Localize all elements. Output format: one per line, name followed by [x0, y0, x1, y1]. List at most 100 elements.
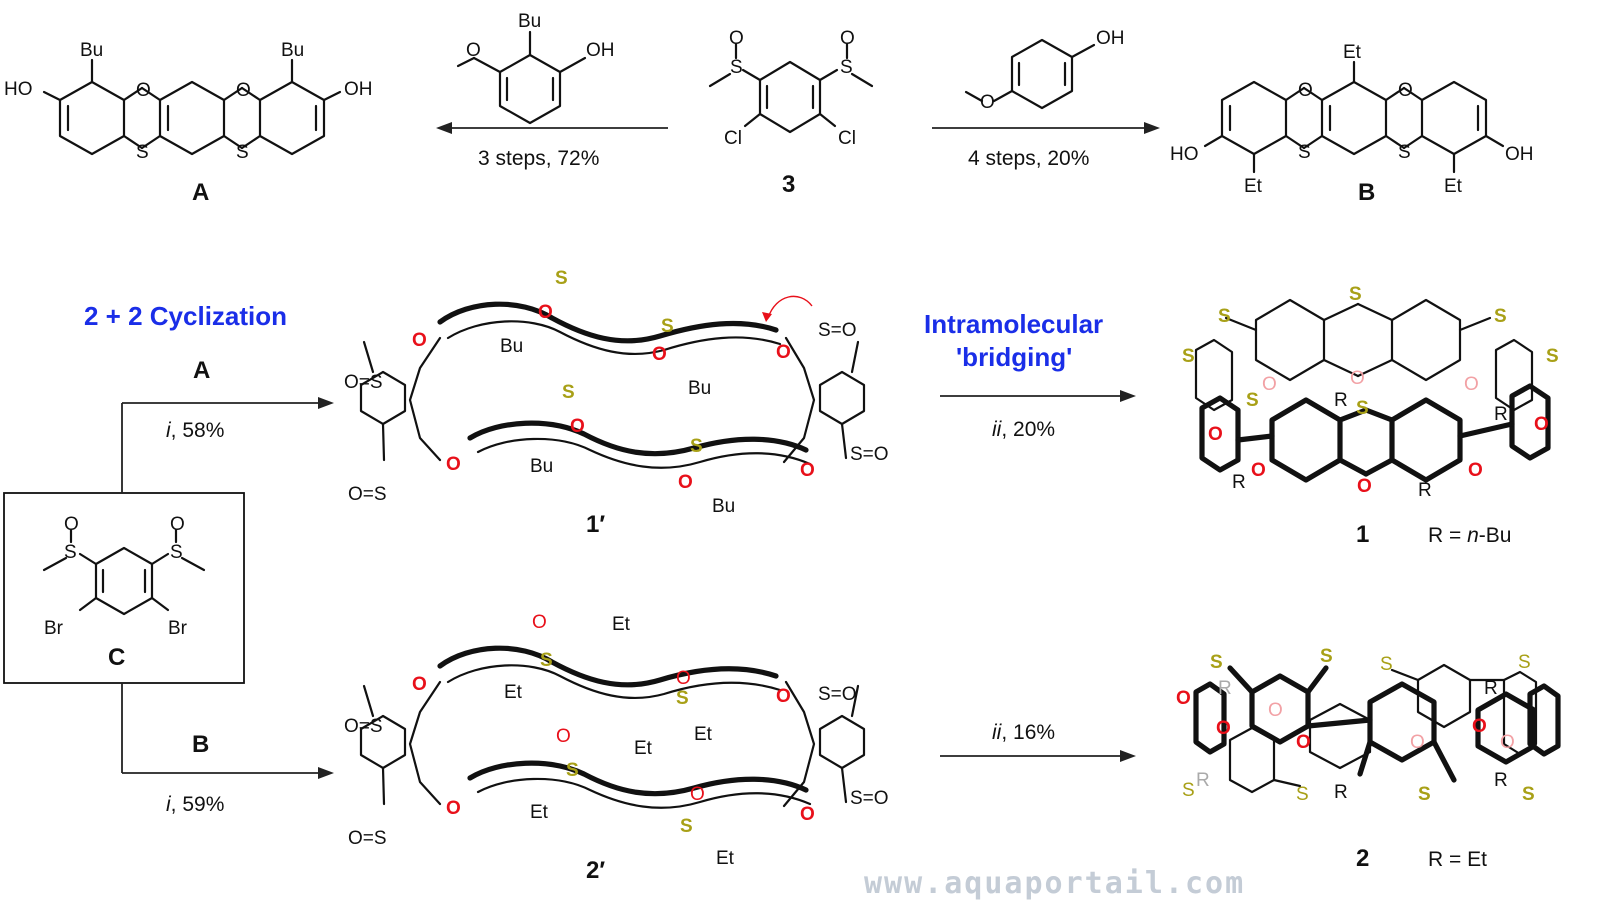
- hydroxyl-right: OH: [344, 79, 373, 100]
- sulfinyl-group: O=S: [348, 484, 387, 505]
- sulfur-bridge: S: [1418, 784, 1431, 805]
- linker-C: S S O O Br Br C: [3, 492, 245, 684]
- branch-label-B: B: [192, 731, 209, 758]
- oxygen-bridge: O: [1208, 424, 1223, 445]
- substituent-et: Et: [530, 802, 549, 823]
- label-2: 2: [1356, 845, 1369, 872]
- compound-A: Bu Bu HO OH O O S S A: [4, 40, 373, 206]
- compound-B: Et Et Et HO OH O O S S B: [1170, 42, 1534, 206]
- sulfinyl-o-left: O: [729, 28, 744, 49]
- heading-bridging-line1: Intramolecular: [924, 309, 1103, 339]
- ring-sulfur: S: [1398, 142, 1411, 163]
- oxygen-faint: O: [1500, 732, 1515, 753]
- oxygen-ring: O: [538, 302, 553, 323]
- arrow-right-condition: 4 steps, 20%: [968, 147, 1089, 170]
- ring-sulfur: S: [1298, 142, 1311, 163]
- macrocycle-1-prime: O O O O O O O O S S S S Bu Bu Bu Bu O=S …: [344, 268, 889, 538]
- reagent-butylphenol: Bu OH O: [456, 11, 615, 125]
- sulfur-bridge: S: [1246, 390, 1259, 411]
- sulfinyl-s-right: S: [840, 57, 853, 78]
- label-1-prime: 1′: [586, 511, 605, 538]
- label-B: B: [1358, 179, 1375, 206]
- oxygen-bridge: O: [800, 804, 815, 825]
- label-2-prime: 2′: [586, 857, 605, 884]
- curved-arrow: [767, 295, 813, 319]
- sulfur-ring: S: [680, 816, 693, 837]
- hydroxyl-right: OH: [1505, 144, 1534, 165]
- oxygen-bridge: O: [446, 454, 461, 475]
- oxygen-bridge: O: [412, 330, 427, 351]
- arrow-to-B: 4 steps, 20%: [932, 122, 1160, 170]
- arrow-cyclization-1: [121, 397, 334, 493]
- linker-o-left: O: [64, 514, 79, 535]
- oxygen-bridge: O: [776, 686, 791, 707]
- substituent-et: Et: [634, 738, 653, 759]
- ring-oxygen: O: [1398, 80, 1413, 101]
- sulfur-ring: S: [661, 316, 674, 337]
- sulfur-bridge: S: [1349, 284, 1362, 305]
- sulfur-ring: S: [555, 268, 568, 289]
- heading-cyclization: 2 + 2 Cyclization: [84, 301, 287, 331]
- oxygen-faint: O: [1268, 700, 1283, 721]
- oxygen-bridge: O: [1357, 476, 1372, 497]
- sulfur-ring: S: [540, 650, 553, 671]
- condition-cyclization-2: i, 59%: [166, 793, 224, 816]
- oxygen-bridge: O: [1251, 460, 1266, 481]
- r-group: R: [1232, 472, 1246, 493]
- compound-3: S S O O Cl Cl 3: [708, 28, 874, 198]
- substituent-bu: Bu: [688, 378, 711, 399]
- r-definition-1: R = n-Bu: [1428, 524, 1511, 547]
- substituent-bu-right: Bu: [281, 40, 304, 61]
- oxygen-ring: O: [678, 472, 693, 493]
- linker-o-right: O: [170, 514, 185, 535]
- oxygen-bridge: O: [1468, 460, 1483, 481]
- ring-oxygen: O: [236, 80, 251, 101]
- sulfinyl-group: O=S: [348, 828, 387, 849]
- linker-C-box: [3, 492, 245, 684]
- heading-bridging-line2: 'bridging': [956, 342, 1072, 372]
- ring-sulfur: S: [236, 142, 249, 163]
- oxygen-ring: O: [652, 344, 667, 365]
- sulfur-bridge: S: [1218, 306, 1231, 327]
- oxygen-bridge: O: [412, 674, 427, 695]
- substituent-et: Et: [612, 614, 631, 635]
- r-group: R: [1334, 390, 1348, 411]
- oxygen-bridge: O: [1176, 688, 1191, 709]
- chloro-left: Cl: [724, 128, 742, 149]
- substituent-bu-left: Bu: [80, 40, 103, 61]
- r-group: R: [1218, 678, 1232, 699]
- condition-bridging-1: ii, 20%: [992, 418, 1055, 441]
- reagent-oh: OH: [1096, 28, 1125, 49]
- r-group: R: [1494, 404, 1508, 425]
- sulfinyl-o-right: O: [840, 28, 855, 49]
- sulfur-bridge: S: [1494, 306, 1507, 327]
- macrocycle-2-prime: O O O O O O O O S S S S Et Et Et Et Et E…: [344, 612, 889, 884]
- condition-cyclization-1: i, 58%: [166, 419, 224, 442]
- sulfinyl-group: O=S: [344, 716, 383, 737]
- sulfinyl-group: S=O: [818, 684, 857, 705]
- sulfur-ring: S: [562, 382, 575, 403]
- r-group: R: [1334, 782, 1348, 803]
- sulfur-ring: S: [566, 760, 579, 781]
- reagent-methoxyphenol: OH O: [964, 28, 1125, 113]
- r-group: R: [1196, 770, 1210, 791]
- label-3: 3: [782, 171, 795, 198]
- oxygen-faint: O: [1262, 374, 1277, 395]
- hydroxyl-left: HO: [4, 79, 33, 100]
- label-1: 1: [1356, 521, 1369, 548]
- curved-arrow-head: [762, 312, 772, 322]
- label-A: A: [192, 179, 209, 206]
- oxygen-faint: O: [1410, 732, 1425, 753]
- reagent-methoxy-oxygen: O: [980, 92, 995, 113]
- ring-oxygen: O: [1298, 80, 1313, 101]
- sulfinyl-group: S=O: [850, 788, 889, 809]
- sulfur-bridge: S: [1380, 654, 1393, 675]
- sulfinyl-group: O=S: [344, 372, 383, 393]
- sulfur-bridge: S: [1320, 646, 1333, 667]
- sulfur-bridge: S: [1182, 780, 1195, 801]
- cage-product-1: S O S S S S S S O O O O O O O R R R R 1 …: [1182, 284, 1559, 548]
- substituent-et: Et: [694, 724, 713, 745]
- oxygen-bridge: O: [1296, 732, 1311, 753]
- oxygen-bridge: O: [1472, 716, 1487, 737]
